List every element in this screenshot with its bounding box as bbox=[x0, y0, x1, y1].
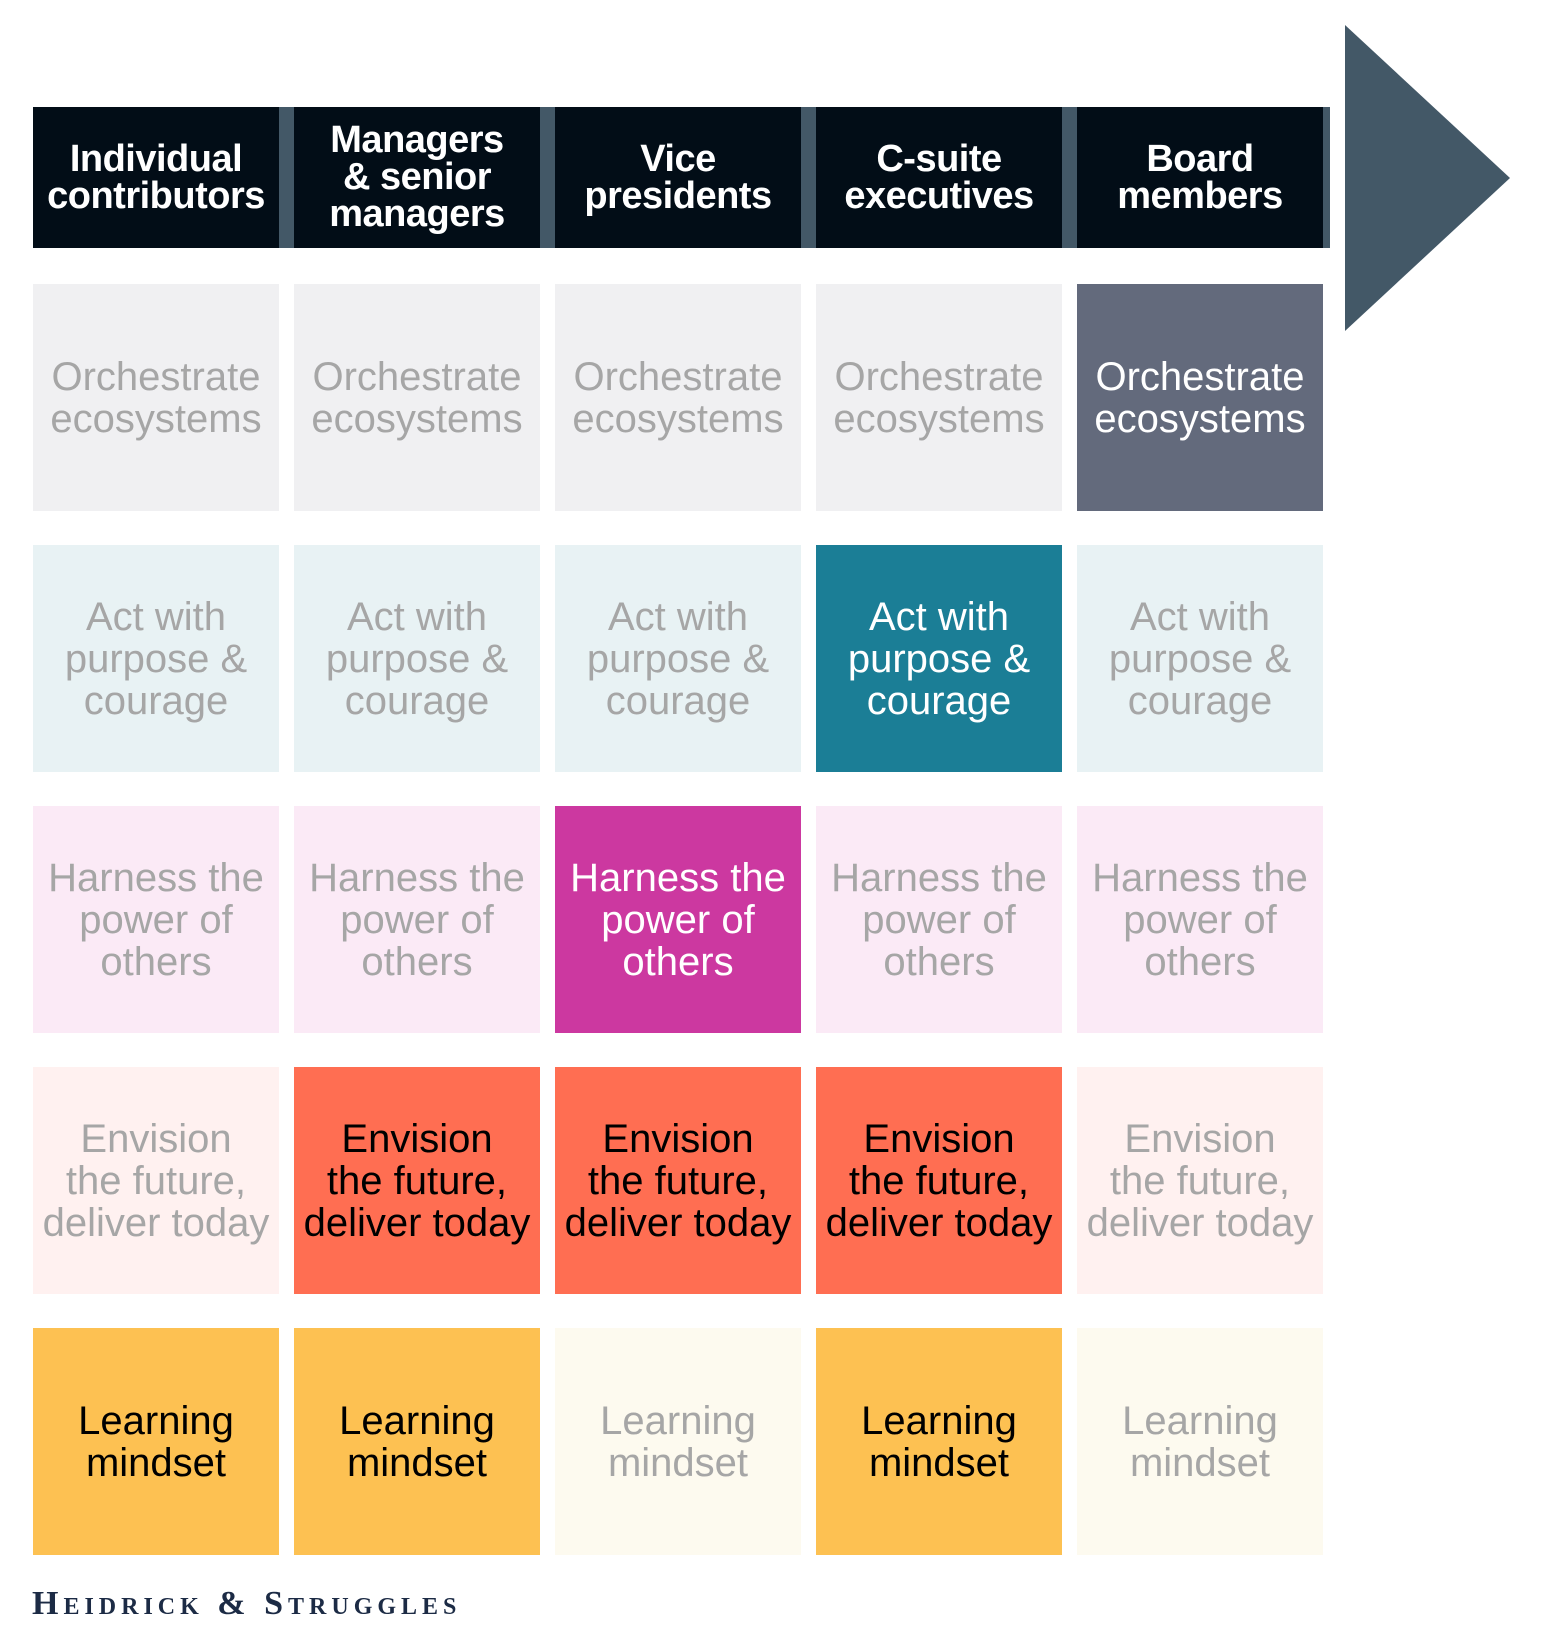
header-vice-presidents: Vice presidents bbox=[555, 107, 801, 248]
cell-orchestrate-ecosystems-board-members-active: Orchestrate ecosystems bbox=[1077, 284, 1323, 511]
cell-envision-the-future-deliver-today-individual-contributors-inactive: Envision the future, deliver today bbox=[33, 1067, 279, 1294]
cell-learning-mindset-board-members-inactive: Learning mindset bbox=[1077, 1328, 1323, 1555]
cell-harness-the-power-of-others-vice-presidents-active: Harness the power of others bbox=[555, 806, 801, 1033]
cell-act-with-purpose-courage-board-members-inactive: Act with purpose & courage bbox=[1077, 545, 1323, 772]
cell-orchestrate-ecosystems-managers-senior-managers-inactive: Orchestrate ecosystems bbox=[294, 284, 540, 511]
header-individual-contributors: Individual contributors bbox=[33, 107, 279, 248]
cell-act-with-purpose-courage-individual-contributors-inactive: Act with purpose & courage bbox=[33, 545, 279, 772]
cell-envision-the-future-deliver-today-managers-senior-managers-active: Envision the future, deliver today bbox=[294, 1067, 540, 1294]
cell-envision-the-future-deliver-today-board-members-inactive: Envision the future, deliver today bbox=[1077, 1067, 1323, 1294]
heidrick-struggles-logo: Heidrick & Struggles bbox=[32, 1585, 462, 1622]
cell-act-with-purpose-courage-c-suite-executives-active: Act with purpose & courage bbox=[816, 545, 1062, 772]
arrow-head bbox=[1345, 25, 1510, 331]
cell-envision-the-future-deliver-today-c-suite-executives-active: Envision the future, deliver today bbox=[816, 1067, 1062, 1294]
cell-orchestrate-ecosystems-vice-presidents-inactive: Orchestrate ecosystems bbox=[555, 284, 801, 511]
cell-harness-the-power-of-others-individual-contributors-inactive: Harness the power of others bbox=[33, 806, 279, 1033]
cell-harness-the-power-of-others-c-suite-executives-inactive: Harness the power of others bbox=[816, 806, 1062, 1033]
cell-learning-mindset-individual-contributors-active: Learning mindset bbox=[33, 1328, 279, 1555]
header-c-suite-executives: C-suite executives bbox=[816, 107, 1062, 248]
cell-orchestrate-ecosystems-individual-contributors-inactive: Orchestrate ecosystems bbox=[33, 284, 279, 511]
header-board-members: Board members bbox=[1077, 107, 1323, 248]
cell-act-with-purpose-courage-vice-presidents-inactive: Act with purpose & courage bbox=[555, 545, 801, 772]
cell-orchestrate-ecosystems-c-suite-executives-inactive: Orchestrate ecosystems bbox=[816, 284, 1062, 511]
cell-learning-mindset-c-suite-executives-active: Learning mindset bbox=[816, 1328, 1062, 1555]
cell-harness-the-power-of-others-managers-senior-managers-inactive: Harness the power of others bbox=[294, 806, 540, 1033]
header-managers-senior-managers: Managers & senior managers bbox=[294, 107, 540, 248]
cell-envision-the-future-deliver-today-vice-presidents-active: Envision the future, deliver today bbox=[555, 1067, 801, 1294]
cell-harness-the-power-of-others-board-members-inactive: Harness the power of others bbox=[1077, 806, 1323, 1033]
cell-learning-mindset-managers-senior-managers-active: Learning mindset bbox=[294, 1328, 540, 1555]
cell-learning-mindset-vice-presidents-inactive: Learning mindset bbox=[555, 1328, 801, 1555]
cell-act-with-purpose-courage-managers-senior-managers-inactive: Act with purpose & courage bbox=[294, 545, 540, 772]
